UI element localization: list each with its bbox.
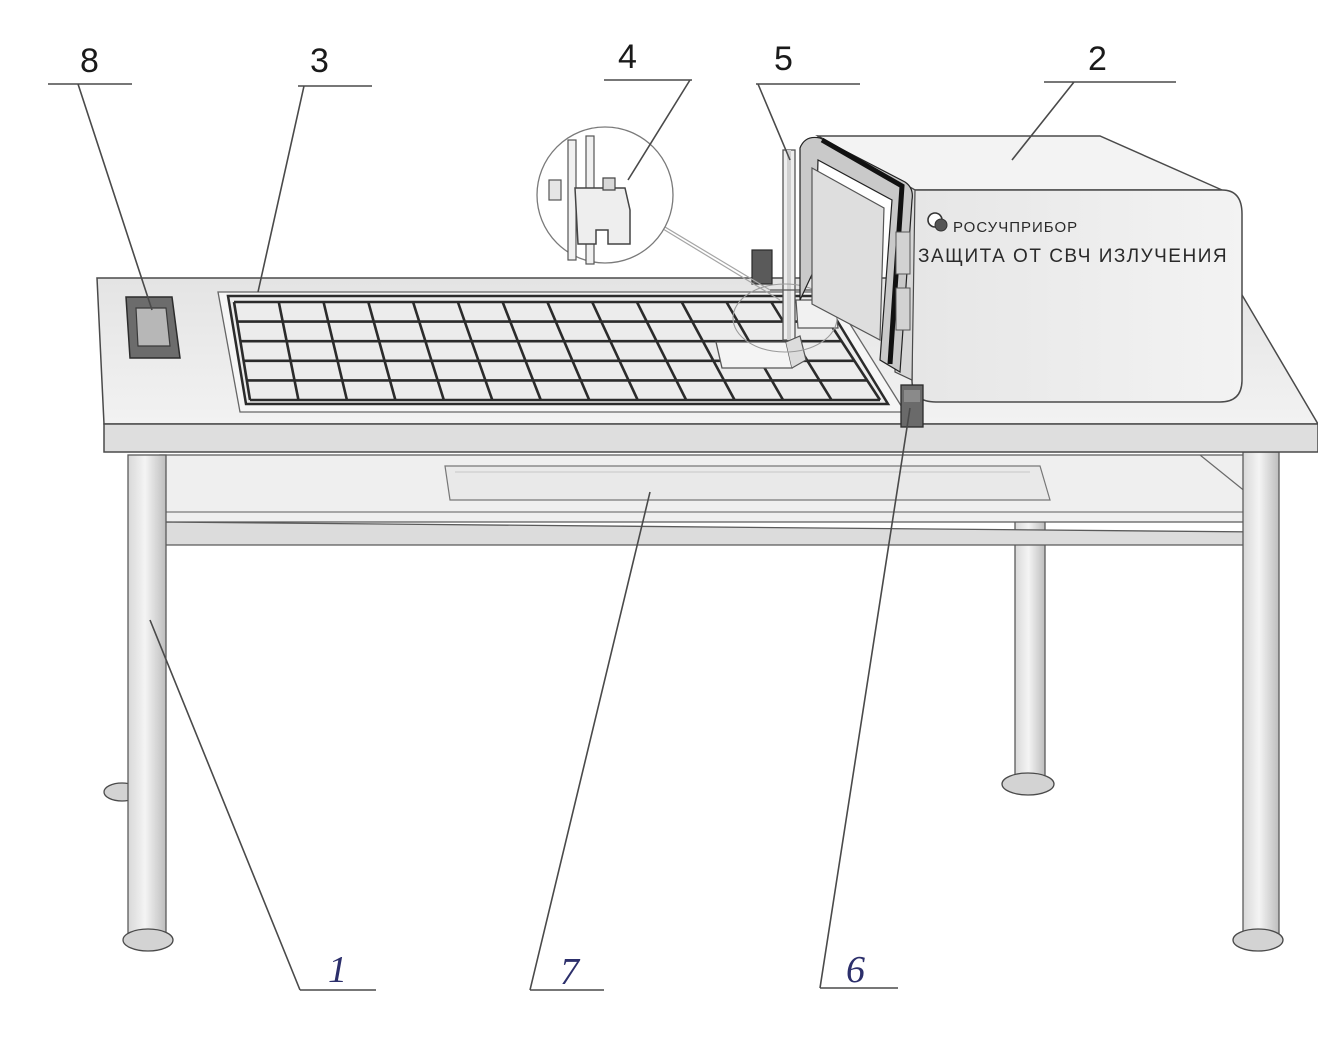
grid-line-vertical	[322, 301, 349, 401]
detector-block	[900, 384, 924, 428]
leader-3	[257, 85, 372, 293]
table-leg-back-right	[1001, 519, 1055, 796]
leader-4	[604, 79, 692, 181]
leader-2	[1011, 81, 1176, 161]
callout-8: 8	[80, 42, 99, 80]
leader-7	[529, 491, 651, 991]
callout-7: 7	[560, 951, 581, 993]
grid-line-vertical	[411, 301, 446, 401]
leader-5	[756, 83, 860, 161]
grid-line-vertical	[635, 301, 688, 401]
grid-line-vertical	[367, 301, 397, 401]
table-leg-front-left	[122, 454, 174, 952]
grid-line-vertical	[590, 301, 639, 401]
magnified-inset	[536, 126, 674, 265]
callouts: 8 3 4 5 2 1 7 6	[48, 38, 1176, 993]
table-leg-front-right	[1232, 451, 1284, 952]
grid-line-vertical	[546, 301, 591, 401]
logo-icon	[927, 212, 948, 232]
leader-8	[48, 83, 153, 311]
device-caption: ЗАЩИТА ОТ СВЧ ИЗЛУЧЕНИЯ	[918, 246, 1228, 267]
callout-1: 1	[328, 949, 347, 991]
callout-3: 3	[310, 42, 329, 80]
grid-lines	[232, 300, 882, 402]
callout-2: 2	[1088, 40, 1107, 78]
sensor-mount	[715, 149, 839, 369]
grid-line-vertical	[277, 301, 300, 401]
leader-6	[819, 407, 911, 989]
device-brand: РОСУЧПРИБОР	[953, 219, 1078, 236]
control-unit	[125, 296, 181, 359]
shelf-panel	[444, 465, 1051, 501]
callout-4: 4	[618, 38, 637, 76]
grid-line-vertical	[501, 301, 542, 401]
microwave-unit: РОСУЧПРИБОР ЗАЩИТА ОТ СВЧ ИЗЛУЧЕНИЯ	[799, 134, 1243, 403]
leader-1	[149, 619, 376, 991]
grid-line-vertical	[680, 301, 736, 401]
callout-5: 5	[774, 40, 793, 78]
callout-6: 6	[846, 949, 865, 991]
grid-line-vertical	[232, 301, 252, 401]
grid-line-vertical	[456, 301, 494, 401]
